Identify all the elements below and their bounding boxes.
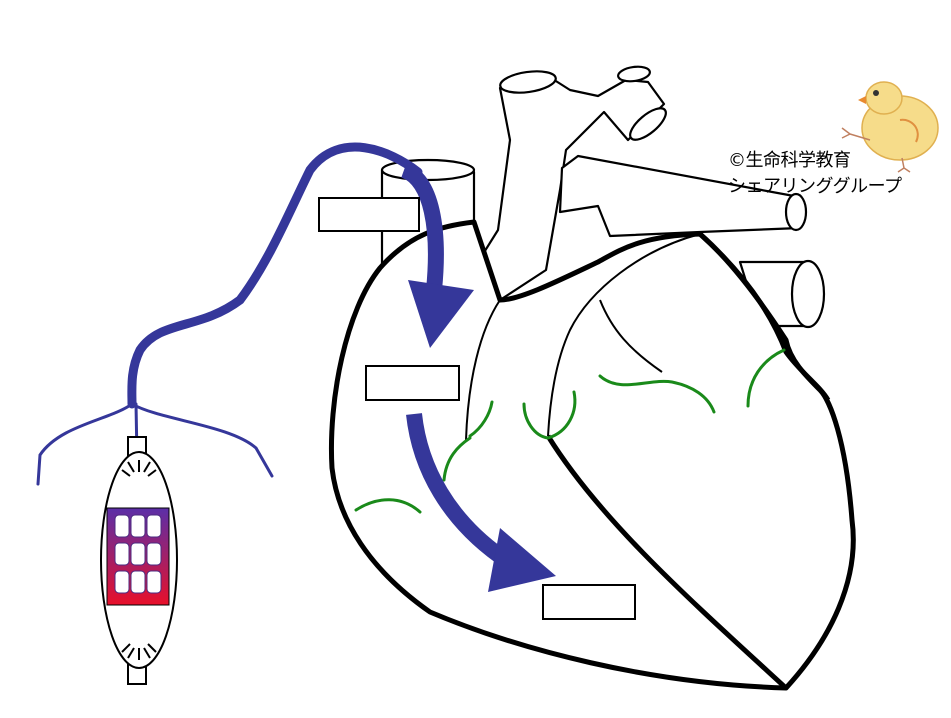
heart-outline	[328, 219, 856, 691]
fiber-6	[746, 348, 786, 408]
right-atrium-wall	[465, 299, 501, 441]
chick-head	[865, 81, 903, 115]
arrow-lower-head	[488, 528, 556, 592]
credit-line-1: ©生命科学教育	[728, 150, 851, 171]
pacemaker-icon	[100, 436, 178, 685]
arrow-lower-shaft	[406, 413, 505, 563]
fiber-1	[354, 498, 422, 514]
fiber-2	[442, 436, 472, 482]
nerve-right-branch	[130, 402, 274, 478]
flow-arrows	[400, 162, 556, 592]
label-boxes	[318, 197, 636, 620]
heart-left-edge	[698, 232, 831, 402]
arrow-upper-head	[408, 280, 474, 348]
device-spark-bottom	[121, 643, 157, 660]
chick-beak	[858, 96, 866, 104]
pulmonary-vein-opening	[790, 259, 826, 329]
interventricular-septum	[545, 434, 788, 690]
septum-upper	[547, 233, 701, 437]
credit-line-2: シェアリンググループ	[728, 176, 902, 197]
chick-wing	[899, 118, 919, 143]
label-box-1[interactable]	[318, 197, 420, 232]
great-vessels	[380, 65, 826, 329]
conduction-fibers	[354, 348, 786, 514]
left-atrium-wall	[599, 299, 663, 373]
device-spark-top	[121, 460, 157, 477]
nerve-main	[127, 142, 423, 409]
aorta-opening	[499, 70, 557, 94]
fiber-3	[468, 400, 494, 438]
fiber-4	[522, 390, 577, 440]
device-cells	[114, 514, 162, 594]
nerve-left-branch	[36, 402, 134, 486]
aorta-branch-opening-2	[629, 107, 667, 141]
pulmonary-artery-opening	[784, 192, 808, 232]
fiber-5	[598, 374, 716, 414]
chick-leg	[841, 127, 871, 141]
arrow-upper-shaft	[400, 162, 444, 291]
aorta-branch-opening-1	[617, 65, 651, 83]
vena-cava-opening	[380, 158, 476, 182]
label-box-2[interactable]	[365, 365, 460, 401]
label-box-3[interactable]	[542, 584, 636, 620]
chamber-lines	[465, 233, 701, 441]
chick-leg-2	[897, 157, 911, 173]
chick-icon	[841, 81, 939, 173]
chick-eye	[873, 90, 879, 96]
